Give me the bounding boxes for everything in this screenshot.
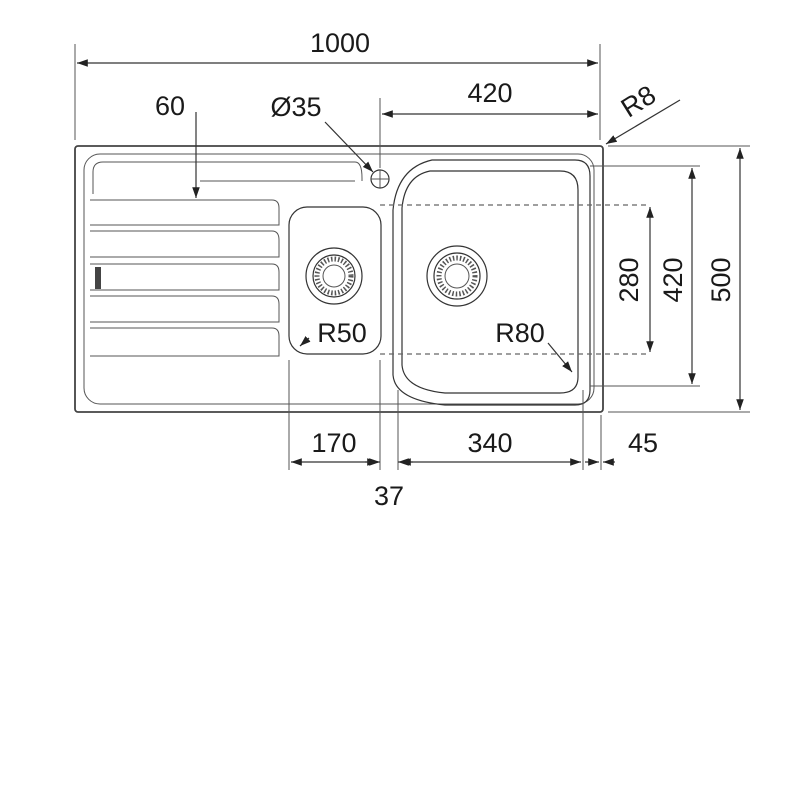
dimension-tap-offset: 420 — [379, 78, 598, 168]
overall-depth-label: 500 — [706, 257, 736, 302]
drainer-label: 60 — [155, 91, 185, 121]
small-bowl-width-label: 170 — [311, 428, 356, 458]
bowl-gap-label: 37 — [374, 481, 404, 511]
dimension-large-bowl-radius: R80 — [495, 318, 573, 373]
tap-diameter-label: Ø35 — [270, 92, 321, 122]
outer-depth-label: 420 — [658, 257, 688, 302]
hidden-lines — [380, 204, 650, 355]
dimension-large-bowl-width: 340 — [400, 428, 581, 466]
small-bowl-radius-label: R50 — [317, 318, 367, 348]
dimension-tap-diameter: Ø35 — [270, 92, 374, 173]
right-extension-lines — [590, 145, 750, 413]
tap-offset-label: 420 — [467, 78, 512, 108]
dimension-overall-width: 1000 — [74, 28, 601, 140]
tap-hole — [370, 169, 390, 189]
dimension-drainer: 60 — [155, 91, 200, 198]
inner-depth-label: 280 — [614, 257, 644, 302]
right-margin-label: 45 — [628, 428, 658, 458]
small-bowl — [288, 206, 382, 355]
overall-width-label: 1000 — [310, 28, 370, 58]
corner-radius-label: R8 — [616, 80, 661, 124]
large-bowl-radius-label: R80 — [495, 318, 545, 348]
overflow-slot — [95, 267, 101, 289]
large-bowl-width-label: 340 — [467, 428, 512, 458]
dimension-small-bowl-width: 170 — [291, 428, 378, 466]
dimension-outer-depth: 420 — [658, 168, 696, 384]
dimension-corner-radius: R8 — [605, 80, 681, 145]
drainer-grooves — [90, 161, 363, 357]
large-bowl — [392, 159, 591, 406]
dimension-overall-depth: 500 — [706, 148, 744, 410]
bottom-extension-lines — [288, 360, 602, 470]
dimension-right-margin: 45 — [585, 428, 658, 466]
dimension-inner-depth: 280 — [614, 207, 654, 352]
sink-outline — [74, 145, 604, 413]
dimension-small-bowl-radius: R50 — [299, 318, 367, 348]
dimension-bowl-gap: 37 — [365, 458, 413, 511]
